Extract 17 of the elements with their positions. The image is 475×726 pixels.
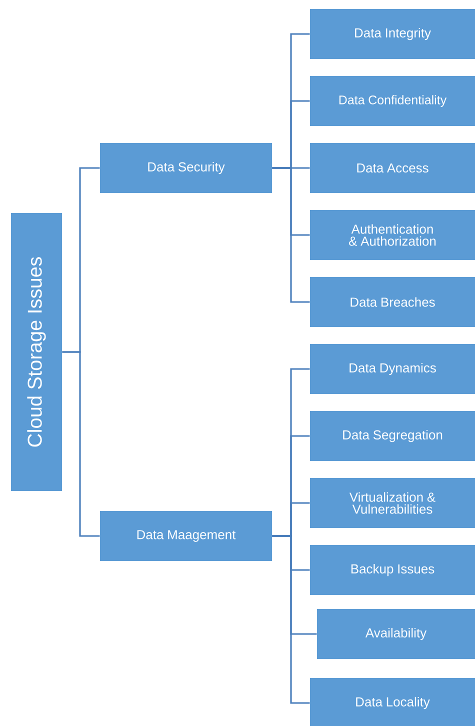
topic-box: Data Integrity xyxy=(310,9,475,59)
topic-box: Authentication & Authorization xyxy=(310,210,475,260)
topic-box: Data Dynamics xyxy=(310,344,475,394)
topic-box: Data Access xyxy=(310,143,475,193)
topic-box: Data Segregation xyxy=(310,411,475,461)
topic-box: Availability xyxy=(317,609,475,659)
topic-box: Data Security xyxy=(100,143,272,193)
connector-line xyxy=(62,351,100,537)
category-box: Cloud Storage Issues xyxy=(11,213,62,491)
topic-box: Data Breaches xyxy=(310,277,475,327)
connector-line xyxy=(272,167,310,303)
topic-box: Data Maagement xyxy=(100,511,272,561)
topic-box: Virtualization & Vulnerabilities xyxy=(310,478,475,528)
connector-line xyxy=(272,535,310,704)
topic-box: Data Locality xyxy=(310,678,475,726)
topic-box: Data Confidentiality xyxy=(310,76,475,126)
topic-box: Backup Issues xyxy=(310,545,475,595)
